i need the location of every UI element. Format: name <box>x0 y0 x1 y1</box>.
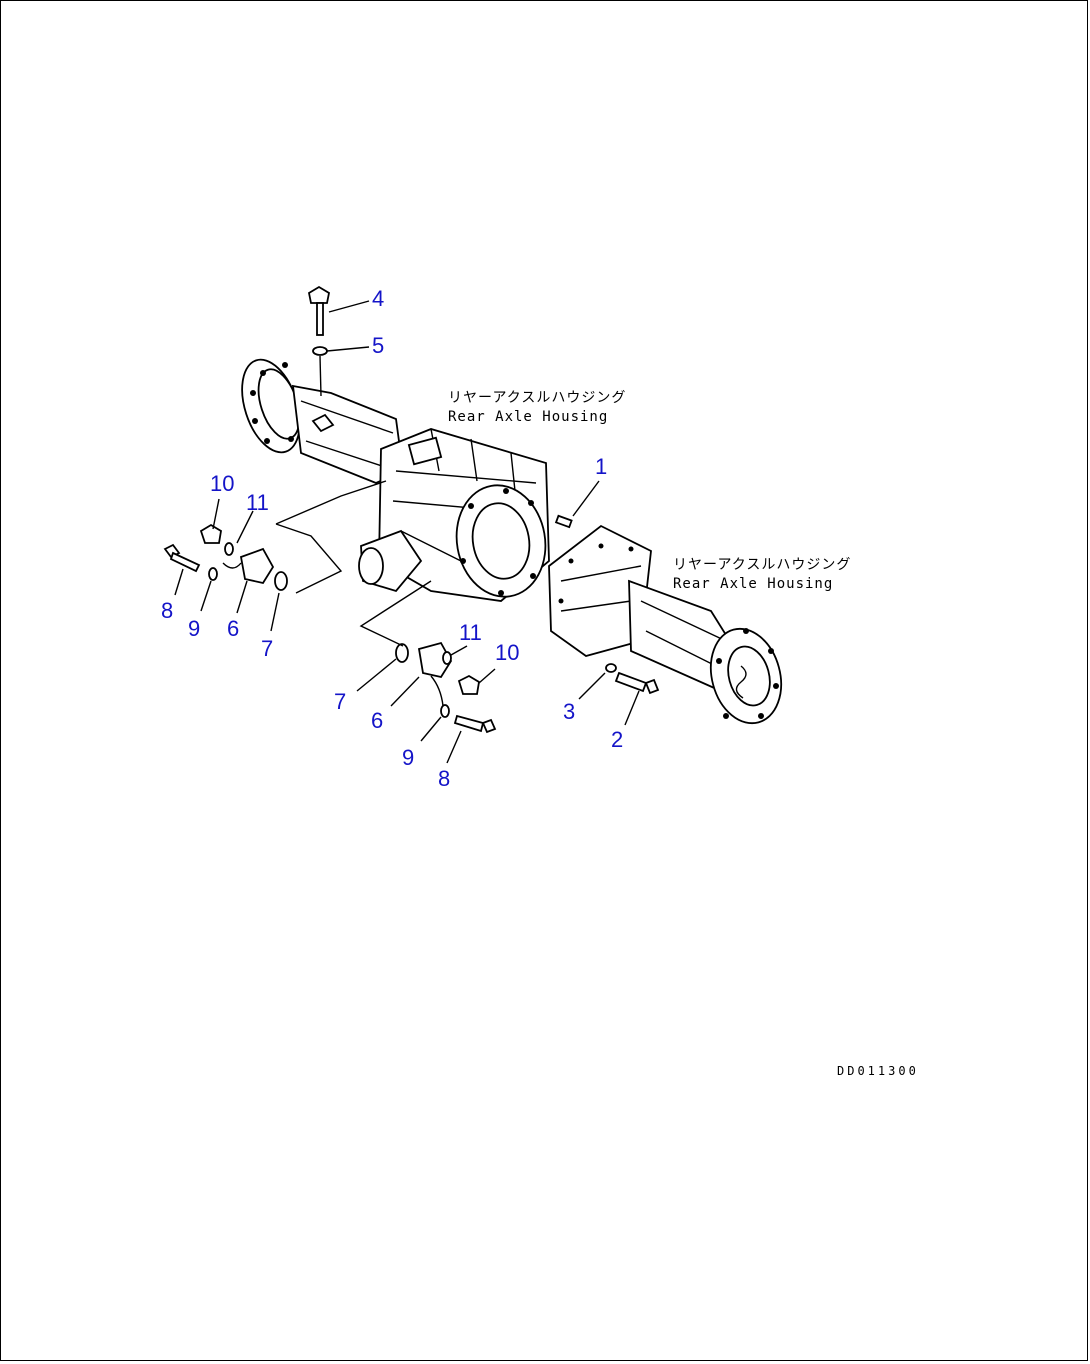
callout-5: 5 <box>372 333 384 358</box>
housing-label-right-en: Rear Axle Housing <box>673 576 833 592</box>
housing-label-top-en: Rear Axle Housing <box>448 409 608 425</box>
rear-axle-housing-right <box>548 524 783 725</box>
housing-label-top-ja: リヤーアクスルハウジング <box>448 390 626 406</box>
callout-10-left: 10 <box>210 471 234 496</box>
parts-left-group <box>163 480 387 594</box>
parts-bottom-group <box>359 580 497 734</box>
callout-11-bottom: 11 <box>459 620 482 645</box>
callout-4: 4 <box>372 286 384 311</box>
callout-8-left: 8 <box>161 598 173 623</box>
parts-right-group <box>605 663 660 695</box>
callout-7-left: 7 <box>261 636 273 661</box>
callout-1: 1 <box>595 454 607 479</box>
parts-top <box>307 285 573 529</box>
callout-2: 2 <box>611 727 623 752</box>
callout-10-bottom: 10 <box>495 640 519 665</box>
housing-label-right-ja: リヤーアクスルハウジング <box>673 557 851 573</box>
leader-lines <box>174 300 640 764</box>
part-labels: リヤーアクスルハウジング Rear Axle Housing リヤーアクスルハウ… <box>448 390 919 1078</box>
callout-9-bottom: 9 <box>402 745 414 770</box>
rear-axle-housing-main <box>241 358 550 602</box>
callout-7-bottom: 7 <box>334 689 346 714</box>
callout-9-left: 9 <box>188 616 200 641</box>
callout-6-bottom: 6 <box>371 708 383 733</box>
callout-numbers: 4 5 1 10 11 8 9 6 7 11 10 7 6 9 8 3 2 <box>161 286 623 791</box>
callout-11-left: 11 <box>246 490 269 515</box>
callout-3: 3 <box>563 699 575 724</box>
drawing-code: DD011300 <box>837 1064 919 1078</box>
callout-8-bottom: 8 <box>438 766 450 791</box>
callout-6-left: 6 <box>227 616 239 641</box>
